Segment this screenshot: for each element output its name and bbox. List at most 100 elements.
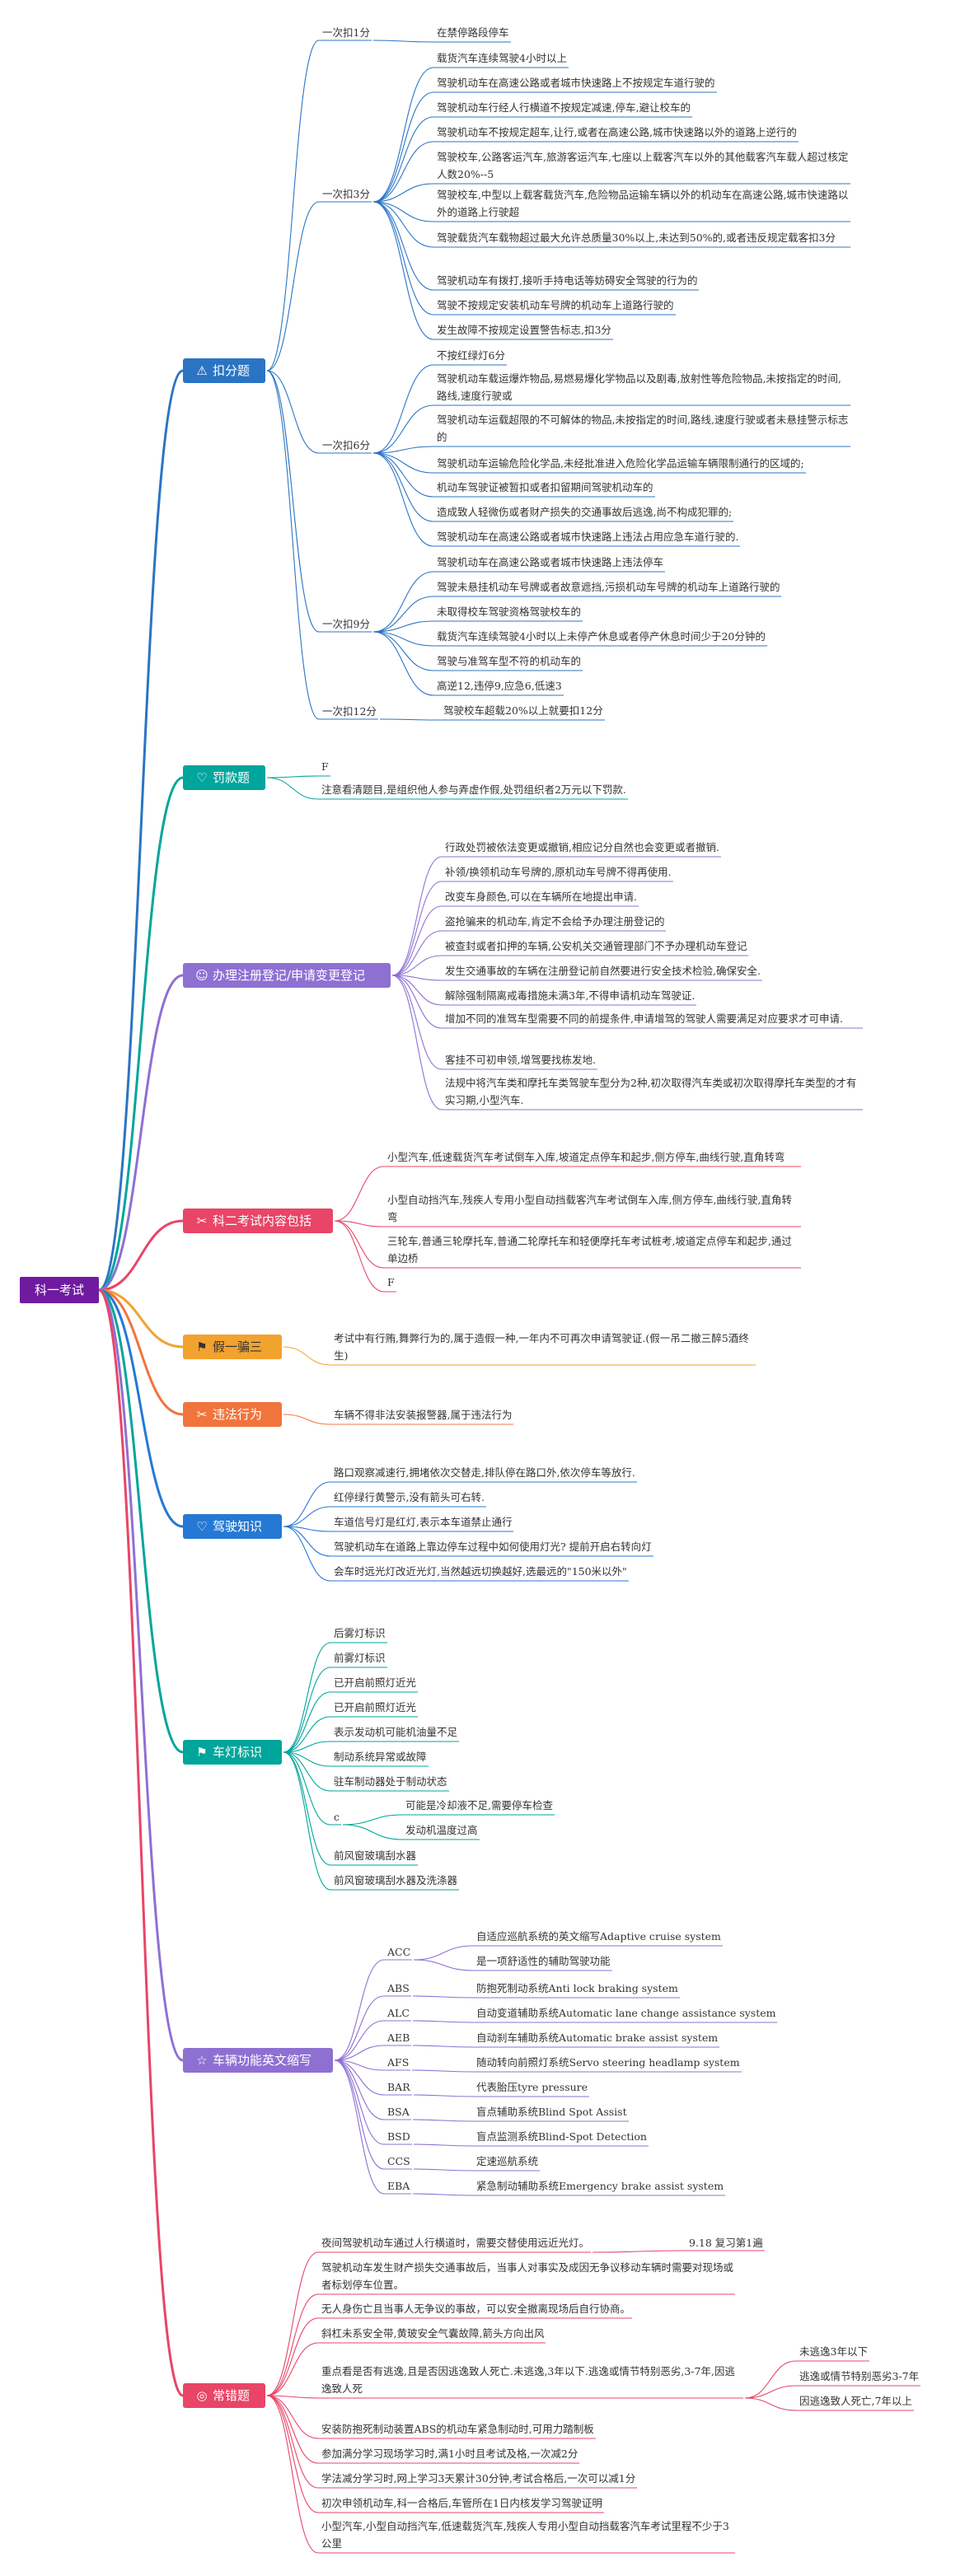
list-item: 已开启前照灯近光	[334, 1676, 417, 1689]
abbr-label: ALC	[387, 2007, 410, 2019]
list-item: 逃逸或情节特别恶劣3-7年	[799, 2370, 920, 2382]
list-item: 驾驶校车,中型以上载客载货汽车,危险物品运输车辆以外的机动车在高速公路,城市快速…	[437, 189, 849, 218]
list-item: 后雾灯标识	[334, 1627, 386, 1639]
list-item: 定速巡航系统	[476, 2155, 539, 2167]
branch-registration[interactable]: ☺办理注册登记/申请变更登记	[183, 963, 391, 988]
list-item: 学法减分学习时,网上学习3天累计30分钟,考试合格后,一次可以减1分	[321, 2472, 636, 2485]
globe-icon: ◎	[196, 2388, 208, 2403]
list-item: 驾驶机动车在高速公路或者城市快速路上不按规定车道行驶的	[437, 77, 715, 89]
list-item: 高逆12,违停9,应急6,低速3	[437, 680, 562, 692]
group-label: 一次扣1分	[322, 26, 370, 39]
review-note: 9.18 复习第1遍	[689, 2237, 763, 2249]
list-item: 无人身伤亡且当事人无争议的事故，可以安全撤离现场后自行协商。	[321, 2303, 631, 2315]
list-item: 驾驶机动车在高速公路或者城市快速路上违法停车	[437, 556, 664, 568]
list-item: 驾驶校车超载20%以上就要扣12分	[443, 704, 603, 717]
abbr-label: BAR	[387, 2081, 410, 2093]
list-item: 因逃逸致人死亡,7年以上	[799, 2395, 912, 2407]
list-item: 是一项舒适性的辅助驾驶功能	[476, 1955, 611, 1967]
list-item: 三轮车,普通三轮摩托车,普通二轮摩托车和轻便摩托车考试桩考,坡道定点停车和起步,…	[387, 1235, 792, 1265]
branch-deduction-points[interactable]: ⚠扣分题	[183, 358, 265, 383]
list-item: 发生交通事故的车辆在注册登记前自然要进行安全技术检验,确保安全.	[445, 965, 761, 977]
branch-fines[interactable]: ♡罚款题	[183, 765, 265, 790]
list-item: 解除强制隔离戒毒措施未满3年,不得申请机动车驾驶证.	[445, 989, 696, 1002]
list-item: 驾驶校车,公路客运汽车,旅游客运汽车,七座以上载客汽车以外的其他载客汽车载人超过…	[437, 151, 849, 180]
list-item: 补领/换领机动车号牌的,原机动车号牌不得再使用.	[445, 866, 672, 878]
abbr-label: ABS	[387, 1982, 410, 1994]
branch-lamp-indicators[interactable]: ⚑车灯标识	[183, 1740, 282, 1765]
branch-driving-knowledge[interactable]: ♡驾驶知识	[183, 1514, 282, 1539]
group-label: 一次扣12分	[322, 705, 377, 718]
list-item: 盲点辅助系统Blind Spot Assist	[476, 2106, 627, 2118]
list-item: 会车时远光灯改近光灯,当然越远切换越好,选最远的"150米以外"	[334, 1565, 627, 1578]
branch-subject-two[interactable]: ✂科二考试内容包括	[183, 1209, 333, 1233]
list-item: 驾驶不按规定安装机动车号牌的机动车上道路行驶的	[437, 299, 674, 311]
branch-illegal-acts[interactable]: ✂违法行为	[183, 1402, 282, 1427]
abbr-label: CCS	[387, 2155, 410, 2167]
group-label: 一次扣6分	[322, 439, 370, 451]
list-item: 前雾灯标识	[334, 1652, 386, 1664]
abbr-label: EBA	[387, 2180, 410, 2192]
list-item: 载货汽车连续驾驶4小时以上	[437, 52, 567, 64]
heart-icon: ♡	[196, 770, 208, 785]
list-item: 车道信号灯是红灯,表示本车道禁止通行	[334, 1516, 513, 1528]
group-label: c	[334, 1811, 340, 1823]
branch-abbreviations[interactable]: ☆车辆功能英文缩写	[183, 2048, 333, 2073]
list-item: 小型汽车,小型自动挡汽车,低速载货汽车,残疾人专用小型自动挡载客汽车考试里程不少…	[321, 2520, 729, 2550]
list-item: 考试中有行贿,舞弊行为的,属于造假一种,一年内不可再次申请驾驶证.(假一吊二撤三…	[334, 1332, 749, 1362]
abbr-label: BSA	[387, 2106, 410, 2118]
list-item: 自适应巡航系统的英文缩写Adaptive cruise system	[476, 1930, 721, 1943]
list-item: 驻车制动器处于制动状态	[334, 1775, 447, 1788]
list-item: 初次申领机动车,科一合格后,车管所在1日内核发学习驾驶证明	[321, 2497, 602, 2509]
list-item: 路口观察减速行,拥堵依次交替走,排队停在路口外,依次停车等放行.	[334, 1466, 635, 1479]
list-item: 驾驶机动车行经人行横道不按规定减速,停车,避让校车的	[437, 101, 691, 114]
list-item: 增加不同的准驾车型需要不同的前提条件,申请增驾的驾驶人需要满足对应要求才可申请.	[445, 1012, 843, 1025]
list-item: 不按红绿灯6分	[437, 349, 505, 362]
list-item: 行政处罚被依法变更或撤销,相应记分自然也会变更或者撤销.	[445, 841, 719, 853]
list-item: F	[387, 1276, 395, 1288]
list-item: F	[321, 760, 329, 773]
list-item: 小型自动挡汽车,残疾人专用小型自动挡载客汽车考试倒车入库,侧方停车,曲线行驶,直…	[387, 1194, 792, 1223]
list-item: 制动系统异常或故障	[334, 1751, 427, 1763]
list-item: 防抱死制动系统Anti lock braking system	[476, 1982, 678, 1994]
list-item: 前风窗玻璃刮水器及洗涤器	[334, 1874, 458, 1886]
list-item: 发动机温度过高	[405, 1824, 478, 1836]
list-item: 载货汽车连续驾驶4小时以上未停产休息或者停产休息时间少于20分钟的	[437, 630, 766, 643]
list-item: 驾驶机动车在高速公路或者城市快速路上违法占用应急车道行驶的.	[437, 531, 739, 543]
tools-icon: ✂	[196, 1407, 208, 1422]
list-item: 参加满分学习现场学习时,满1小时且考试及格,一次减2分	[321, 2447, 578, 2460]
flag-icon: ⚑	[196, 1745, 208, 1760]
flag-icon: ⚑	[196, 1339, 208, 1354]
root-topic[interactable]: 科一考试	[20, 1277, 99, 1303]
list-item: 法规中将汽车类和摩托车类驾驶车型分为2种,初次取得汽车类或初次取得摩托车类型的才…	[445, 1077, 857, 1106]
list-item: 客挂不可初申领,增驾要找栋发地.	[445, 1054, 596, 1066]
list-item: 驾驶载货汽车载物超过最大允许总质量30%以上,未达到50%的,或者违反规定载客扣…	[437, 231, 836, 244]
list-item: 驾驶机动车运输危险化学品,未经批准进入危险化学品运输车辆限制通行的区域的;	[437, 457, 804, 470]
list-item: 未取得校车驾驶资格驾驶校车的	[437, 605, 582, 618]
list-item: 注意看清题目,是组织他人参与弄虚作假,处罚组织者2万元以下罚款.	[321, 783, 626, 796]
list-item: 前风窗玻璃刮水器	[334, 1849, 417, 1862]
list-item: 驾驶机动车发生财产损失交通事故后，当事人对事实及成因无争议移动车辆时需要对现场或…	[321, 2261, 734, 2291]
list-item: 已开启前照灯近光	[334, 1701, 417, 1713]
star-icon: ☆	[196, 2053, 208, 2068]
list-item: 驾驶与准驾车型不符的机动车的	[437, 655, 582, 667]
abbr-label: AFS	[387, 2056, 410, 2069]
branch-fraud[interactable]: ⚑假一骗三	[183, 1335, 282, 1359]
list-item: 驾驶机动车不按规定超车,让行,或者在高速公路,城市快速路以外的道路上逆行的	[437, 126, 797, 138]
list-item: 小型汽车,低速载货汽车考试倒车入库,坡道定点停车和起步,侧方停车,曲线行驶,直角…	[387, 1151, 785, 1163]
list-item: 改变车身颜色,可以在车辆所在地提出申请.	[445, 891, 637, 903]
list-item: 斜杠未系安全带,黄玻安全气囊故障,箭头方向出风	[321, 2327, 545, 2340]
list-item: 驾驶机动车有拨打,接听手持电话等妨碍安全驾驶的行为的	[437, 274, 698, 287]
abbr-label: AEB	[387, 2031, 410, 2044]
list-item: 机动车驾驶证被暂扣或者扣留期间驾驶机动车的	[437, 481, 653, 493]
list-item: 紧急制动辅助系统Emergency brake assist system	[476, 2180, 724, 2192]
list-item: 造成致人轻微伤或者财产损失的交通事故后逃逸,尚不构成犯罪的;	[437, 506, 733, 518]
abbr-label: ACC	[387, 1946, 411, 1958]
list-item: 安装防抱死制动装置ABS的机动车紧急制动时,可用力踏制板	[321, 2423, 594, 2435]
branch-common-mistakes[interactable]: ◎常错题	[183, 2383, 265, 2408]
group-label: 一次扣3分	[322, 188, 370, 200]
list-item: 在禁停路段停车	[437, 26, 509, 39]
list-item: 盗抢骗来的机动车,肯定不会给予办理注册登记的	[445, 915, 665, 928]
list-item: 盲点监测系统Blind-Spot Detection	[476, 2130, 647, 2143]
list-item: 未逃逸3年以下	[799, 2345, 868, 2358]
